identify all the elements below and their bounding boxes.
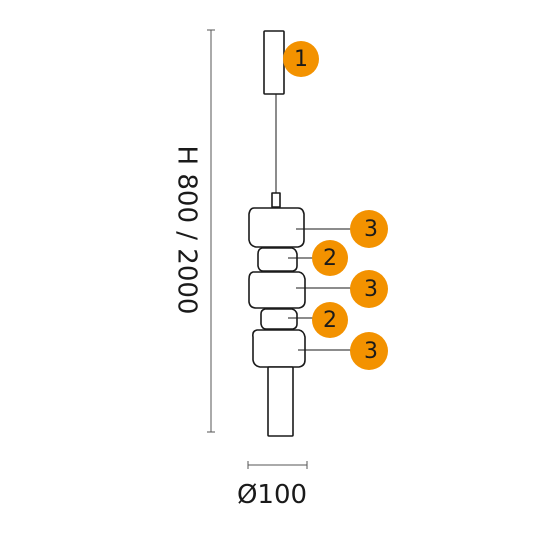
glass-small-2 <box>260 308 298 330</box>
badge-glass-large-2: 3 <box>350 270 388 308</box>
height-dimension: H 800 / 2000 <box>172 29 215 433</box>
glass-large-2 <box>248 271 306 309</box>
badge-circle <box>350 332 388 370</box>
part-badges: 1 3 2 3 2 3 <box>283 41 388 370</box>
badge-circle <box>312 240 348 276</box>
leader-lines <box>288 228 356 351</box>
badge-number: 3 <box>364 339 378 364</box>
badge-number: 1 <box>294 47 308 72</box>
badge-glass-small-2: 2 <box>312 302 348 338</box>
canopy <box>263 30 285 95</box>
badge-number: 2 <box>323 246 337 271</box>
lamp-sketch <box>248 30 306 437</box>
glass-large-3 <box>252 329 306 368</box>
badge-circle <box>350 210 388 248</box>
lower-tube <box>267 366 294 437</box>
badge-circle <box>350 270 388 308</box>
diameter-dimension: Ø100 <box>237 461 308 510</box>
badge-number: 3 <box>364 277 378 302</box>
diameter-label: Ø100 <box>237 480 307 510</box>
badge-number: 2 <box>323 308 337 333</box>
glass-small-1 <box>257 247 298 272</box>
glass-large-1 <box>248 207 305 248</box>
badge-number: 3 <box>364 217 378 242</box>
badge-glass-large-1: 3 <box>350 210 388 248</box>
height-label: H 800 / 2000 <box>172 146 202 315</box>
cable-connector <box>271 192 281 208</box>
badge-circle <box>312 302 348 338</box>
badge-glass-large-3: 3 <box>350 332 388 370</box>
badge-glass-small-1: 2 <box>312 240 348 276</box>
badge-canopy: 1 <box>283 41 319 77</box>
badge-circle <box>283 41 319 77</box>
